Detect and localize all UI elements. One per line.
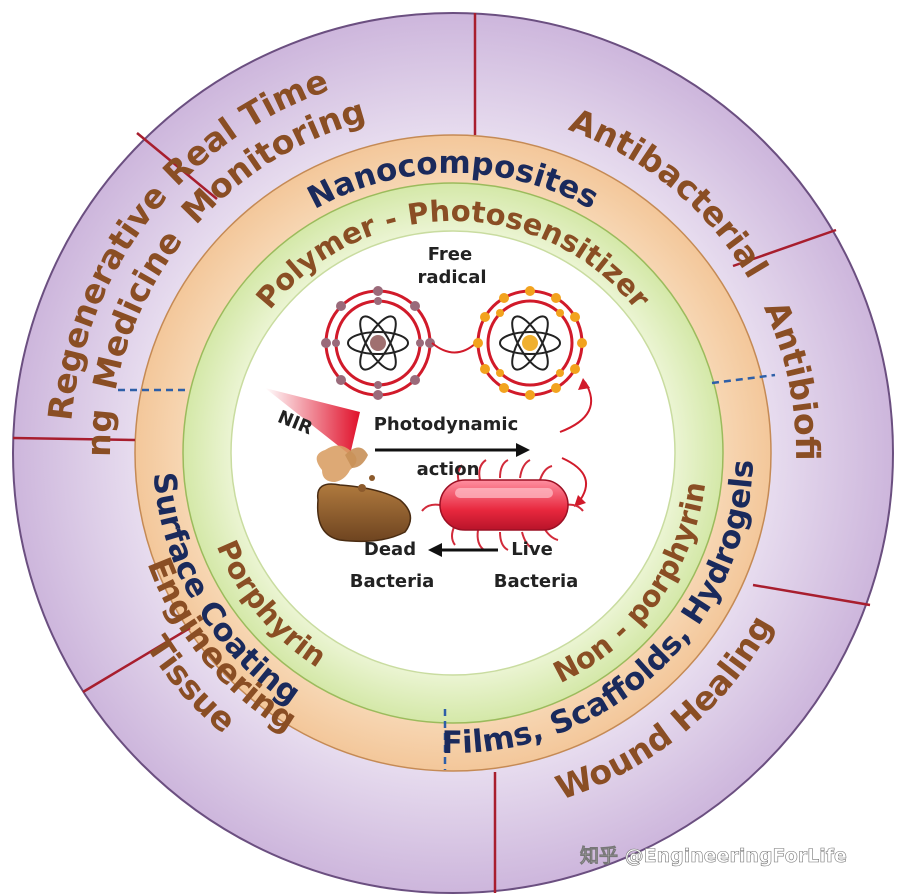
outer-dividers	[12, 13, 871, 893]
label-dead-bacteria: Bacteria	[350, 571, 435, 592]
dead-bacterium-icon	[316, 445, 412, 543]
nir-beam-icon	[265, 388, 360, 455]
atom-left-icon	[321, 286, 435, 400]
label-action: action	[417, 459, 480, 480]
watermark: 知乎 @EngineeringForLife	[580, 844, 847, 867]
center-illustration: Free radical NIR Photodynamic action Dea…	[265, 244, 593, 592]
center-disc	[230, 230, 676, 676]
label-dead: Dead	[364, 539, 416, 560]
label-live: Live	[511, 539, 553, 560]
atom-right-icon	[473, 286, 587, 400]
label-photodynamic: Photodynamic	[374, 414, 519, 435]
label-live-bacteria: Bacteria	[494, 571, 579, 592]
curve-arrow-down-icon	[561, 457, 587, 504]
middle-dividers	[118, 373, 776, 770]
label-free: Free	[428, 244, 472, 265]
label-radical: radical	[417, 267, 486, 288]
